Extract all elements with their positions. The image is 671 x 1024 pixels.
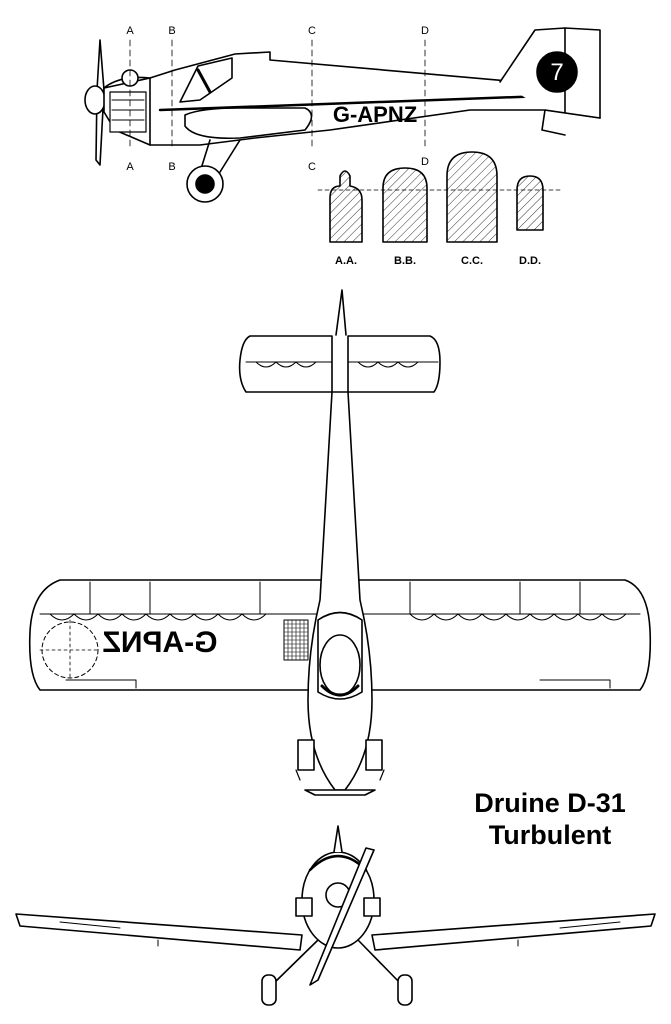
section-label-aa: A.A.	[335, 255, 357, 267]
section-label-bb: B.B.	[394, 255, 416, 267]
section-bb	[382, 167, 428, 243]
marker-b-bottom: B	[168, 161, 175, 173]
cross-sections	[317, 151, 561, 243]
marker-c-bottom: C	[308, 161, 316, 173]
marker-d-bottom: D	[421, 156, 429, 168]
marker-a-bottom: A	[126, 161, 134, 173]
race-number: 7	[550, 59, 563, 86]
plan-view	[28, 289, 652, 796]
title-line-2: Turbulent	[488, 820, 612, 850]
plan-walkway	[283, 619, 309, 661]
side-registration: G-APNZ	[333, 102, 417, 127]
plan-tailplane	[238, 335, 333, 393]
front-wing-left	[15, 913, 303, 951]
section-cc	[446, 151, 498, 243]
marker-a-top: A	[126, 25, 134, 37]
section-label-dd: D.D.	[519, 255, 541, 267]
front-view	[15, 825, 656, 1006]
section-dd	[516, 175, 544, 231]
marker-c-top: C	[308, 25, 316, 37]
race-number-disc	[536, 51, 578, 93]
title-line-1: Druine D-31	[474, 788, 626, 818]
front-wing-right	[371, 913, 656, 951]
section-aa	[329, 170, 363, 243]
front-propeller	[309, 847, 375, 986]
front-landing-gear	[271, 939, 403, 986]
marker-d-top: D	[421, 25, 429, 37]
plan-registration: G-APNZ	[103, 626, 218, 659]
section-label-cc: C.C.	[461, 255, 483, 267]
plan-fin	[335, 289, 347, 336]
side-view	[84, 27, 601, 203]
marker-b-top: B	[168, 25, 175, 37]
plan-propeller	[304, 789, 376, 796]
